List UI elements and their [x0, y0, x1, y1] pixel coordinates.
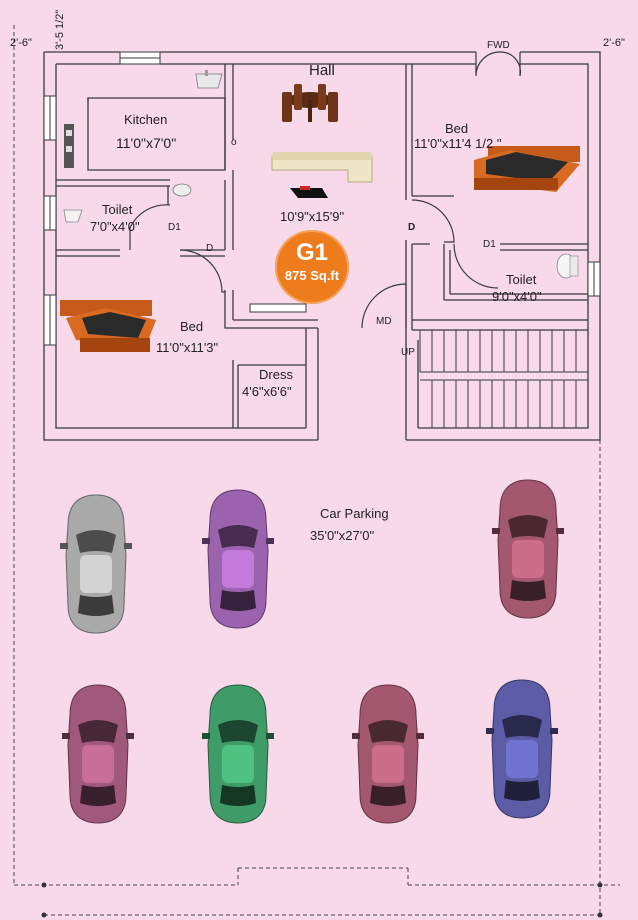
hall-name: Hall	[309, 62, 335, 79]
kitchen-sink-icon	[195, 70, 223, 89]
toilet-right-name: Toilet	[506, 272, 537, 287]
hall-size: 10'9"x15'9"	[280, 209, 345, 224]
car-icon	[202, 684, 274, 824]
kitchen-door-label: o	[231, 137, 237, 148]
bed-left-door-label: D	[206, 243, 214, 254]
outer-walls	[43, 51, 601, 441]
door-swings	[129, 51, 521, 329]
toilet-basin-left-icon	[63, 209, 83, 223]
toilet-right-size: 9'0"x4'0"	[492, 289, 542, 304]
unit-area: 875 Sq.ft	[284, 268, 340, 283]
toilet-commode-icon	[556, 253, 579, 279]
windows	[43, 51, 601, 346]
kitchen-name: Kitchen	[124, 112, 168, 127]
kitchen-size: 11'0"x7'0"	[116, 135, 177, 151]
toilet-left-door-label: D1	[168, 222, 181, 233]
sofa-icon	[271, 152, 373, 183]
toilet-right-door-label: D1	[483, 239, 496, 250]
toilet-left-name: Toilet	[102, 202, 133, 217]
wash-basin-icon	[172, 183, 192, 197]
front-door-label: FWD	[487, 40, 510, 51]
car-icon	[202, 489, 274, 629]
car-parking-name: Car Parking	[320, 506, 389, 521]
dress-name: Dress	[259, 367, 293, 382]
dimension-top-left: 2'-6"	[10, 37, 32, 49]
dress-size: 4'6"x6'6"	[242, 384, 292, 399]
bed-bottom-left-icon	[60, 300, 156, 352]
staircase	[419, 330, 588, 428]
cars-layer	[60, 479, 564, 824]
toilet-left-size: 7'0"x4'0"	[90, 219, 140, 234]
boundary-dots	[41, 882, 603, 918]
car-parking-size: 35'0"x27'0"	[310, 528, 375, 543]
plot-boundary	[13, 25, 620, 916]
dimension-left-vertical: 3'-5 1/2"	[54, 9, 66, 50]
bed-right-door-label: D	[408, 222, 416, 233]
bed-bottom-left-size: 11'0"x11'3"	[156, 340, 219, 355]
car-icon	[60, 494, 132, 634]
car-icon	[62, 684, 134, 824]
bed-top-right-icon	[474, 146, 580, 192]
bed-top-right-name: Bed	[445, 121, 469, 136]
front-door-right	[499, 51, 521, 77]
dining-table-icon	[282, 84, 338, 122]
unit-code: G1	[295, 239, 328, 266]
car-icon	[352, 684, 424, 824]
coffee-table-icon	[290, 186, 328, 198]
main-door-label: MD	[376, 316, 392, 327]
stairs-up-label: UP	[401, 347, 415, 358]
car-icon	[486, 679, 558, 819]
dimension-top-right: 2'-6"	[603, 37, 625, 49]
kitchen-counter-icon	[64, 124, 74, 168]
front-door-left	[475, 51, 501, 77]
bed-bottom-left-name: Bed	[180, 319, 204, 334]
unit-badge: G1 875 Sq.ft	[275, 230, 349, 304]
bed-top-right-size: 11'0"x11'4 1/2 "	[414, 136, 502, 151]
car-icon	[492, 479, 564, 619]
